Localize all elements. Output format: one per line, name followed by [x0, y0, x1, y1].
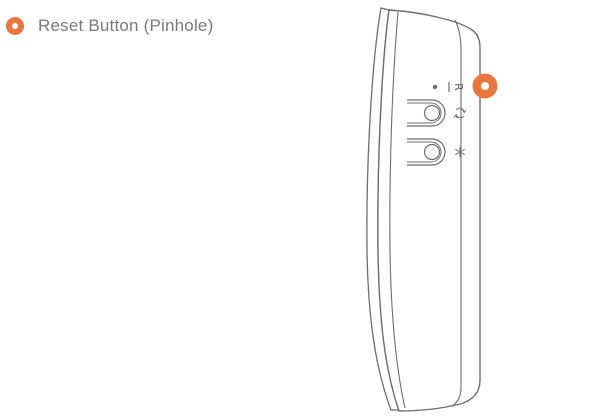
device-front-edge [389, 11, 406, 409]
orange-circle-marker-icon [6, 17, 24, 35]
device-body [377, 9, 481, 412]
wps-sync-icon [453, 107, 467, 119]
reset-r-icon: R [452, 83, 465, 91]
wifi-button[interactable] [407, 138, 446, 166]
wps-button[interactable] [407, 99, 446, 127]
device-side-seam [451, 19, 462, 407]
reset-pinhole-marker[interactable] [472, 73, 498, 99]
wifi-star-icon [455, 146, 465, 158]
led-dot-icon [432, 84, 438, 90]
legend: Reset Button (Pinhole) [6, 14, 213, 38]
legend-label: Reset Button (Pinhole) [38, 16, 214, 35]
